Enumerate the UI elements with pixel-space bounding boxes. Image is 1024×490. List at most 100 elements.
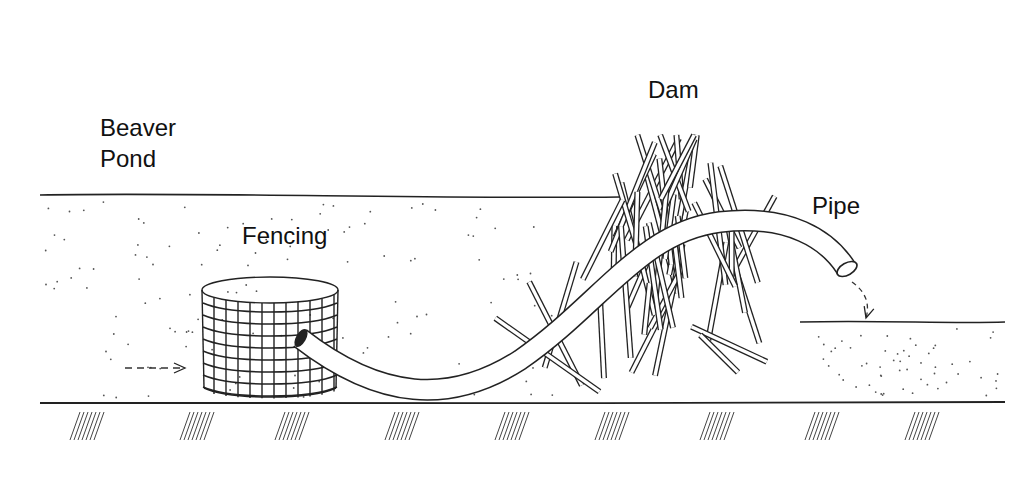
stipple-dot <box>985 395 987 397</box>
stipple-dot <box>188 330 190 332</box>
stipple-dot <box>906 369 908 371</box>
fence-wire <box>203 303 337 312</box>
stipple-dot <box>364 223 366 225</box>
part-label: Fencing <box>242 220 327 251</box>
stipple-dot <box>532 367 534 369</box>
stipple-dot <box>137 244 139 246</box>
stipple-dot <box>828 365 830 367</box>
stipple-dot <box>435 209 437 211</box>
stipple-dot <box>369 211 371 213</box>
region-label: Beaver Pond <box>100 112 200 174</box>
stipple-dot <box>838 374 840 376</box>
stipple-dot <box>186 331 188 333</box>
stipple-dot <box>834 347 836 349</box>
ground-hatching <box>70 412 939 440</box>
stipple-dot <box>516 274 518 276</box>
stipple-dot <box>144 302 146 304</box>
stipple-dot <box>343 231 345 233</box>
stipple-dot <box>883 393 885 395</box>
stipple-dot <box>908 355 910 357</box>
stipple-dot <box>192 331 194 333</box>
stipple-dot <box>860 335 862 337</box>
stipple-dot <box>414 258 416 260</box>
stipple-dot <box>211 349 213 351</box>
stipple-dot <box>397 322 399 324</box>
hatch-stroke <box>94 412 104 440</box>
stipple-dot <box>45 284 47 286</box>
fence-wire <box>203 387 337 396</box>
stipple-dot <box>323 204 325 206</box>
stipple-dot <box>349 226 351 228</box>
stipple-dot <box>990 337 992 339</box>
stipple-dot <box>252 332 254 334</box>
stipple-dot <box>850 347 852 349</box>
stipple-dot <box>879 366 881 368</box>
stipple-dot <box>103 201 105 203</box>
stipple-dot <box>216 249 218 251</box>
stipple-dot <box>105 351 107 353</box>
stipple-dot <box>148 395 150 397</box>
stipple-dot <box>899 360 901 362</box>
stipple-dot <box>533 226 535 228</box>
stipple-dot <box>951 363 953 365</box>
stipple-dot <box>884 350 886 352</box>
stipple-dot <box>395 301 397 303</box>
stipple-dot <box>410 260 412 262</box>
stipple-dot <box>93 268 95 270</box>
stipple-dot <box>127 343 129 345</box>
stipple-dot <box>115 397 117 399</box>
stipple-dot <box>291 219 293 221</box>
stipple-dot <box>410 333 412 335</box>
stipple-dot <box>159 368 161 370</box>
stipple-dot <box>480 208 482 210</box>
stipple-dot <box>980 377 982 379</box>
stipple-dot <box>534 305 536 307</box>
stipple-dot <box>996 387 998 389</box>
stipple-dot <box>818 336 820 338</box>
stipple-dot <box>426 314 428 316</box>
stipple-dot <box>995 380 997 382</box>
stipple-dot <box>937 388 939 390</box>
stipple-dot <box>113 333 115 335</box>
hatch-stroke <box>204 412 214 440</box>
stipple-dot <box>458 363 460 365</box>
stipple-dot <box>928 353 930 355</box>
stipple-dot <box>551 394 553 396</box>
stipple-dot <box>956 328 958 330</box>
stipple-dot <box>169 327 171 329</box>
stipple-dot <box>256 290 258 292</box>
hatch-stroke <box>409 412 419 440</box>
stipple-dot <box>174 331 176 333</box>
stick-outline <box>644 283 649 335</box>
stipple-dot <box>363 352 365 354</box>
stipple-dot <box>185 346 187 348</box>
stipple-dot <box>169 245 171 247</box>
stipple-dot <box>147 366 149 368</box>
stipple-dot <box>476 217 478 219</box>
stipple-dot <box>303 396 305 398</box>
stipple-dot <box>48 208 50 210</box>
stipple-dot <box>227 291 229 293</box>
stipple-dot <box>247 265 249 267</box>
stipple-dot <box>342 337 344 339</box>
stipple-dot <box>86 287 88 289</box>
stipple-dot <box>893 360 895 362</box>
stipple-dot <box>271 218 273 220</box>
stipple-dot <box>347 261 349 263</box>
stick-outline <box>621 226 631 358</box>
stipple-dot <box>494 227 496 229</box>
stipple-dot <box>135 254 137 256</box>
stipple-dot <box>530 394 532 396</box>
stipple-dot <box>152 264 154 266</box>
stipple-dot <box>294 375 296 377</box>
stipple-dot <box>841 340 843 342</box>
stipple-dot <box>63 239 65 241</box>
downstream-surface <box>800 321 1005 322</box>
stipple-dot <box>830 351 832 353</box>
stick-outline <box>661 135 694 199</box>
stipple-dot <box>103 395 105 397</box>
stipple-dot <box>333 205 335 207</box>
stipple-dot <box>468 234 470 236</box>
stipple-dot <box>198 232 200 234</box>
